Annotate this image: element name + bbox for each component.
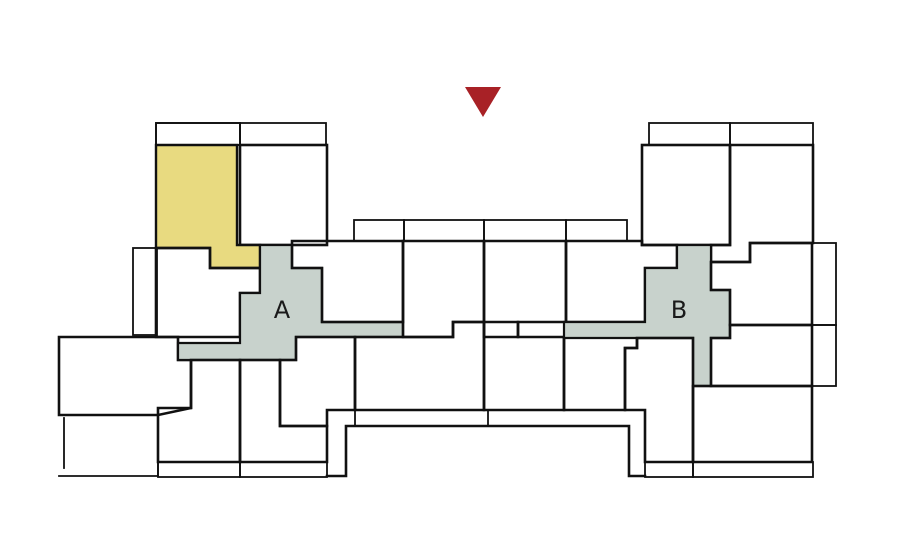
highlighted-unit-balcony[interactable] [155, 122, 241, 146]
unit-right-lower-b[interactable] [691, 384, 814, 464]
core-b-label: B [671, 296, 687, 324]
balcony-bottom-left-2 [157, 461, 241, 478]
side-balcony-left [132, 247, 158, 336]
side-balcony-right-2 [811, 324, 837, 387]
courtyard-outline [325, 424, 647, 478]
balcony-bottom-left-3 [239, 461, 328, 478]
north-arrow-icon [465, 87, 501, 117]
balcony-centre-1 [353, 219, 405, 242]
unit-top-right-2[interactable] [709, 143, 815, 264]
core-b [562, 243, 732, 388]
unit-centre-lower-2[interactable] [482, 320, 566, 412]
balcony-top-left[interactable] [155, 122, 241, 146]
balcony-top-left-2[interactable] [239, 122, 327, 146]
unit-top-right-1[interactable] [640, 143, 732, 247]
core-a-label: A [274, 296, 291, 324]
balcony-top-right-2 [729, 122, 814, 146]
side-balcony-right-1 [811, 242, 837, 326]
balcony-bottom-left [58, 414, 159, 477]
unit-lower-left-a[interactable] [156, 358, 242, 464]
balcony-bottom-right-2 [692, 461, 814, 478]
courtyard-outline-inner [326, 409, 646, 463]
balcony-bottom-right-1 [644, 461, 694, 478]
balcony-centre-4 [565, 219, 628, 242]
balcony-centre-2 [403, 219, 485, 242]
unit-left-large[interactable] [57, 335, 193, 417]
unit-lower-left-b[interactable] [238, 358, 329, 464]
balcony-centre-3 [483, 219, 567, 242]
balcony-top-right-1 [648, 122, 731, 146]
highlighted-unit[interactable] [154, 143, 262, 270]
unit-top-left-2[interactable] [238, 143, 329, 247]
unit-right-lower-a[interactable] [623, 336, 695, 464]
